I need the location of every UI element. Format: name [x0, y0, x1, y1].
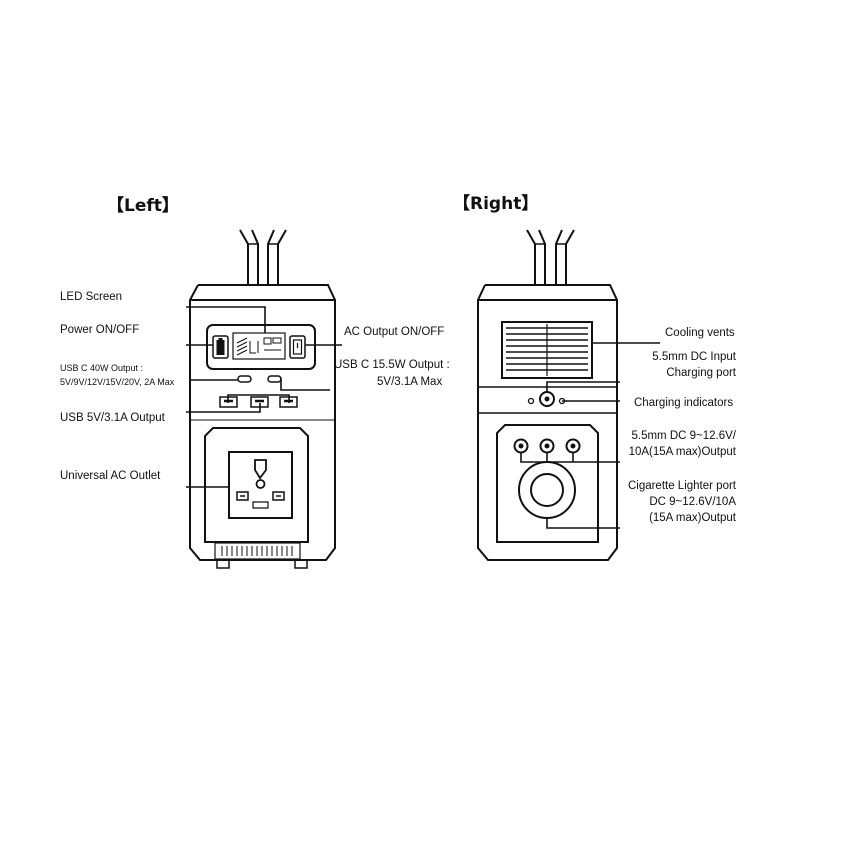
- label-dc-input-1: 5.5mm DC Input: [652, 351, 736, 363]
- cigarette-socket-icon: [518, 461, 576, 519]
- label-cig-3: (15A max)Output: [649, 512, 736, 524]
- label-dc-input-2: Charging port: [666, 367, 736, 379]
- label-cooling: Cooling vents: [665, 327, 735, 339]
- left-heading: 【Left】: [107, 196, 179, 216]
- right-handle: [526, 229, 575, 285]
- right-heading: 【Right】: [453, 194, 539, 214]
- label-usbc15-1: USB C 15.5W Output :: [334, 359, 450, 371]
- label-cig-2: DC 9~12.6V/10A: [649, 496, 736, 508]
- indicator-led-1: [527, 397, 535, 405]
- label-cig-1: Cigarette Lighter port: [627, 480, 736, 492]
- label-usbc40-1: USB C 40W Output :: [60, 363, 144, 373]
- usb-c-port-15w: [267, 375, 282, 383]
- left-device: [186, 229, 342, 569]
- control-panel: [206, 324, 316, 370]
- port-bay: [496, 424, 599, 543]
- label-power: Power ON/OFF: [60, 324, 140, 336]
- right-callouts: [520, 342, 660, 529]
- label-dc-out-2: 10A(15A max)Output: [628, 446, 736, 458]
- label-led-screen: LED Screen: [60, 291, 123, 303]
- dc-port-icon: [513, 438, 581, 454]
- label-usbc15-2: 5V/3.1A Max: [377, 376, 443, 388]
- label-ac-onoff: AC Output ON/OFF: [344, 326, 445, 338]
- bottom-vents: [221, 546, 293, 556]
- left-handle: [239, 229, 287, 285]
- vent-grille-icon: [501, 321, 593, 379]
- usb-c-port-40w: [237, 375, 252, 383]
- right-device: [477, 229, 660, 561]
- label-ac-outlet: Universal AC Outlet: [60, 470, 161, 482]
- left-callouts: [186, 306, 342, 488]
- label-dc-out-1: 5.5mm DC 9~12.6V/: [631, 430, 736, 442]
- lcd-segments: [236, 337, 282, 356]
- label-usb5v: USB 5V/3.1A Output: [60, 412, 165, 424]
- label-usbc40-2: 5V/9V/12V/15V/20V, 2A Max: [60, 377, 175, 387]
- label-indicators: Charging indicators: [634, 397, 734, 409]
- ac-outlet-icon: [228, 451, 293, 519]
- power-button-icon: [292, 339, 303, 355]
- led-screen: [232, 332, 286, 360]
- outlet-bay: [204, 427, 309, 543]
- battery-icon: [216, 338, 225, 355]
